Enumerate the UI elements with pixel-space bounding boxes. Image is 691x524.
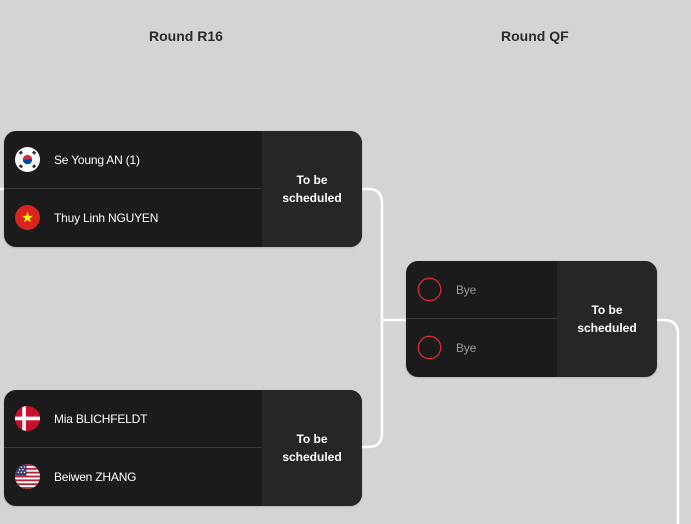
schedule-status: To be scheduled: [557, 261, 657, 377]
match-card-r16-1[interactable]: Se Young AN (1) Thuy Linh NGUYEN To be s…: [4, 131, 362, 247]
bracket-line-qf: [656, 318, 680, 524]
schedule-label: To be scheduled: [282, 173, 342, 205]
schedule-status: To be scheduled: [262, 390, 362, 506]
bracket-line-r16: [361, 187, 407, 449]
player-row[interactable]: Thuy Linh NGUYEN: [4, 189, 262, 246]
player-name: Se Young AN (1): [54, 152, 140, 167]
schedule-label: To be scheduled: [577, 303, 637, 335]
player-row[interactable]: Se Young AN (1): [4, 131, 262, 189]
player-row[interactable]: Beiwen ZHANG: [4, 448, 262, 505]
vietnam-flag-icon: [15, 205, 40, 230]
round-title-r16: Round R16: [149, 28, 223, 44]
schedule-label: To be scheduled: [282, 432, 342, 464]
player-row[interactable]: Bye: [406, 319, 557, 376]
korea-flag-icon: [15, 147, 40, 172]
player-name: Thuy Linh NGUYEN: [54, 210, 159, 225]
empty-flag-icon: [417, 335, 442, 360]
player-name: Bye: [456, 282, 477, 297]
player-name: Bye: [456, 340, 477, 355]
usa-flag-icon: [15, 464, 40, 489]
player-row[interactable]: Bye: [406, 261, 557, 319]
empty-flag-icon: [417, 277, 442, 302]
player-row[interactable]: Mia BLICHFELDT: [4, 390, 262, 448]
match-card-qf-1[interactable]: Bye Bye To be scheduled: [406, 261, 657, 377]
round-title-qf: Round QF: [501, 28, 569, 44]
player-name: Mia BLICHFELDT: [54, 411, 148, 426]
match-card-r16-2[interactable]: Mia BLICHFELDT: [4, 390, 362, 506]
player-name: Beiwen ZHANG: [54, 469, 137, 484]
denmark-flag-icon: [15, 406, 40, 431]
schedule-status: To be scheduled: [262, 131, 362, 247]
